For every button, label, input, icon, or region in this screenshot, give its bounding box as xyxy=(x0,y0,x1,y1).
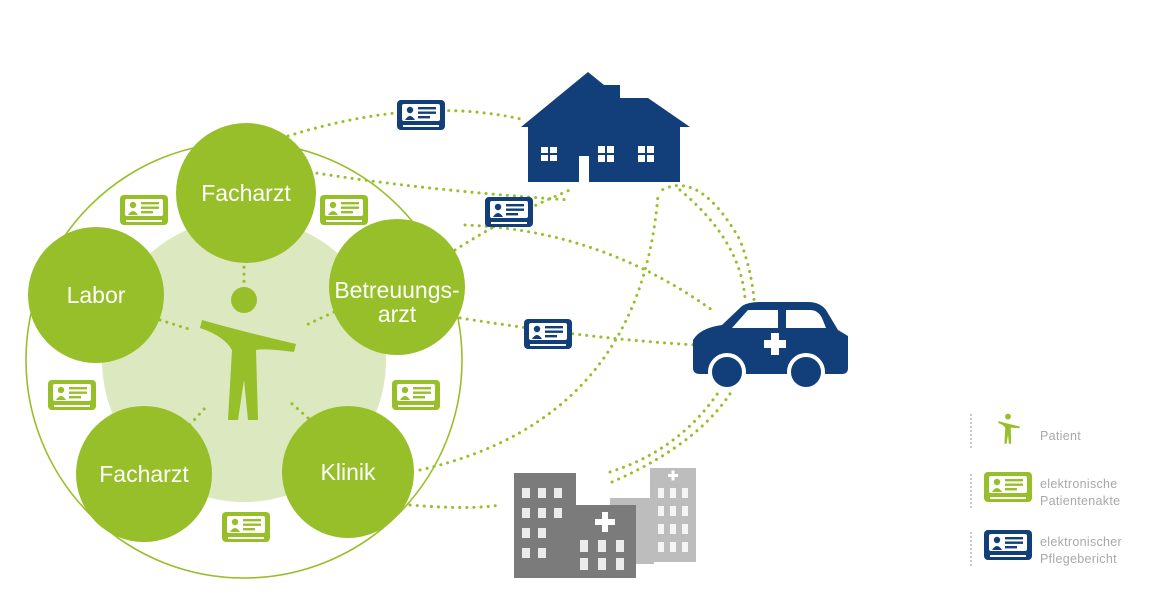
legend-label-patient-record-line2: Patientenakte xyxy=(1040,494,1121,508)
legend: Patient elektronische Patientenakte elek… xyxy=(968,412,1158,590)
node-facharzt-top-label: Facharzt xyxy=(201,180,291,206)
spokes xyxy=(158,258,336,432)
node-klinik: Klinik xyxy=(282,406,414,538)
legend-label-patient: Patient xyxy=(1040,429,1082,443)
node-facharzt-bottom-label: Facharzt xyxy=(99,461,189,487)
legend-divider xyxy=(970,474,972,508)
patient-record-card-icon xyxy=(222,512,270,542)
legend-item-patient-record: elektronische Patientenakte xyxy=(968,472,1158,532)
legend-label-care-report-line2: Pflegebericht xyxy=(1040,552,1117,566)
patient-record-card-icon xyxy=(120,195,168,225)
legend-divider xyxy=(970,414,972,448)
patient-record-card-icon xyxy=(984,472,1032,502)
house-icon xyxy=(521,72,690,182)
patient-record-card-icon xyxy=(320,195,368,225)
legend-item-care-report: elektronischer Pflegebericht xyxy=(968,530,1158,590)
legend-divider xyxy=(970,532,972,566)
node-betreuungsarzt: Betreuungs- arzt xyxy=(329,219,465,355)
ambulance-car-icon xyxy=(693,302,848,391)
care-report-card-icon xyxy=(524,319,572,349)
node-facharzt-bottom: Facharzt xyxy=(76,406,212,542)
care-report-card-icon xyxy=(397,100,445,130)
patient-record-card-icon xyxy=(392,380,440,410)
legend-item-patient: Patient xyxy=(968,412,1158,472)
legend-label-care-report: elektronischer Pflegebericht xyxy=(1040,534,1122,568)
node-betreuungsarzt-label-line1: Betreuungs- xyxy=(334,277,459,303)
care-report-card-icon xyxy=(984,530,1032,560)
node-labor-label: Labor xyxy=(67,282,126,308)
node-labor: Labor xyxy=(28,227,164,363)
legend-label-patient-record: elektronische Patientenakte xyxy=(1040,476,1120,510)
legend-label-patient-record-line1: elektronische xyxy=(1040,477,1118,491)
node-facharzt-top: Facharzt xyxy=(176,123,316,263)
hospital-icon xyxy=(514,468,696,578)
patient-record-card-icon xyxy=(48,380,96,410)
patient-icon xyxy=(998,413,1020,444)
node-klinik-label: Klinik xyxy=(321,459,376,485)
care-report-card-icon xyxy=(485,197,533,227)
legend-label-care-report-line1: elektronischer xyxy=(1040,535,1123,549)
node-betreuungsarzt-label-line2: arzt xyxy=(378,301,417,327)
